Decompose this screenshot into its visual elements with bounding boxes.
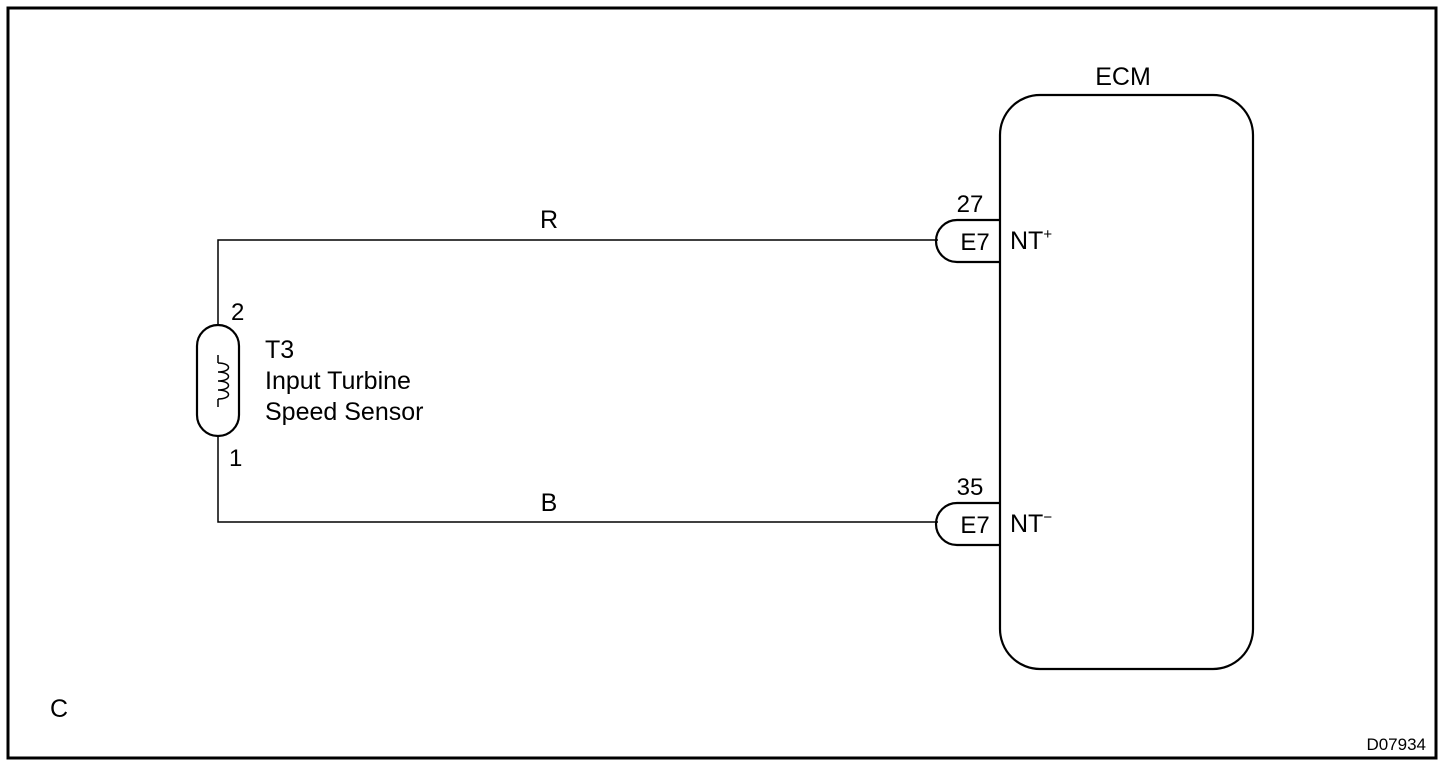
- pin-number-27: 27: [957, 191, 984, 218]
- sensor-pin-1: 1: [229, 445, 242, 472]
- terminal-nt-minus: NT−: [1010, 509, 1052, 538]
- sensor-code: T3: [265, 336, 294, 364]
- connector-e7-top: [934, 218, 1000, 264]
- terminal-nt-plus: NT+: [1010, 226, 1052, 255]
- wire-r: [217, 239, 938, 325]
- sensor-name-line1: Input Turbine: [265, 367, 411, 395]
- connector-e7-bottom: [934, 501, 1000, 547]
- wire-r-color-label: R: [540, 206, 558, 234]
- ecm-label: ECM: [1095, 63, 1151, 91]
- sensor-body: [195, 323, 241, 438]
- sensor-name-line2: Speed Sensor: [265, 398, 423, 426]
- coil-icon: [217, 355, 230, 407]
- diagram-frame: [6, 6, 1438, 760]
- corner-label: C: [50, 695, 68, 723]
- sensor-pin-2: 2: [231, 299, 244, 326]
- ecm-block: [998, 93, 1255, 671]
- wire-b-color-label: B: [541, 489, 558, 517]
- pin-number-35: 35: [957, 474, 984, 501]
- wire-b: [217, 436, 938, 523]
- connector-e7-top-label: E7: [960, 229, 989, 256]
- figure-code: D07934: [1366, 735, 1426, 754]
- connector-e7-bottom-label: E7: [960, 512, 989, 539]
